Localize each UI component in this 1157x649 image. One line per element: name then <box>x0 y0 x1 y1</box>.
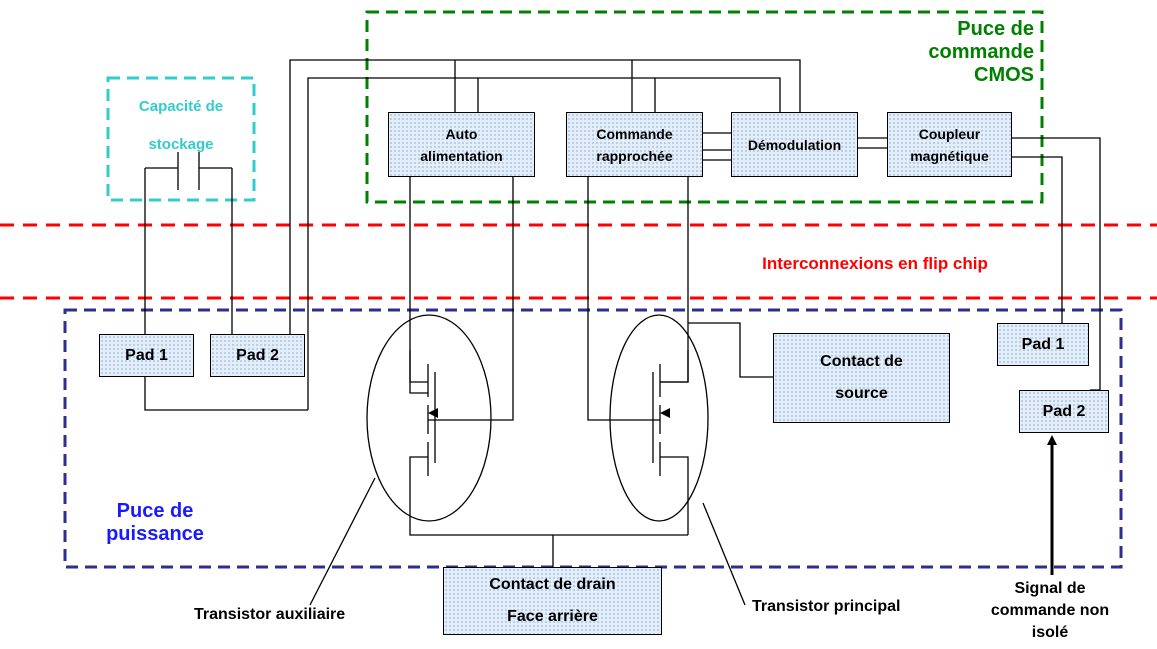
signal-label: Signal de commande non isolé <box>975 578 1125 644</box>
signal-label-line3: isolé <box>1031 624 1069 641</box>
left-pad-2-label: Pad 2 <box>236 346 279 364</box>
drain-contact-line2: Face arrière <box>507 608 598 625</box>
left-pad-1-label: Pad 1 <box>125 346 168 364</box>
capacitor-border <box>106 76 256 202</box>
source-contact: Contact de source <box>773 333 950 423</box>
aux-transistor-label: Transistor auxiliaire <box>194 606 346 623</box>
magnetic-coupler-line1: Coupleur <box>918 125 981 142</box>
signal-label-line1: Signal de <box>1014 580 1086 597</box>
close-control-block: Commande rapprochée <box>566 112 703 177</box>
auto-supply-line2: alimentation <box>420 147 503 164</box>
wiring <box>144 59 1101 606</box>
source-contact-line2: source <box>835 385 888 402</box>
cmos-chip-title: Puce de commande CMOS <box>884 18 1034 87</box>
power-title-line2: puissance <box>106 523 204 545</box>
cmos-chip-border <box>365 10 1044 204</box>
left-pad-2: Pad 2 <box>210 334 305 377</box>
power-chip-border <box>63 308 1123 569</box>
right-pad-2-label: Pad 2 <box>1042 402 1086 420</box>
main-transistor-label: Transistor principal <box>752 598 901 615</box>
capacitor-title-line2: stockage <box>148 136 214 153</box>
magnetic-coupler-block: Coupleur magnétique <box>887 112 1012 177</box>
right-pad-2: Pad 2 <box>1019 390 1109 433</box>
auto-supply-line1: Auto <box>445 125 478 142</box>
close-control-line2: rapprochée <box>596 147 673 164</box>
auxiliary-transistor-symbol <box>366 314 492 522</box>
main-transistor-symbol <box>609 314 709 522</box>
cmos-title-line3: CMOS <box>974 64 1034 86</box>
right-pad-1: Pad 1 <box>997 323 1089 366</box>
signal-label-line2: commande non <box>990 602 1110 619</box>
power-title-line1: Puce de <box>116 500 194 522</box>
cmos-title-line2: commande <box>928 41 1034 63</box>
drain-contact-line1: Contact de drain <box>489 576 616 593</box>
power-chip-title: Puce de puissance <box>80 500 230 546</box>
left-pad-1: Pad 1 <box>99 334 194 377</box>
source-contact-line1: Contact de <box>820 353 903 370</box>
flip-chip-label: Interconnexions en flip chip <box>762 254 988 273</box>
drain-contact: Contact de drain Face arrière <box>443 567 662 635</box>
main-transistor-arrow <box>660 408 670 418</box>
close-control-line1: Commande <box>596 125 673 142</box>
capacitor-title: Capacité de stockage <box>108 88 254 164</box>
auto-supply-block: Auto alimentation <box>388 112 535 177</box>
cmos-title-line1: Puce de <box>957 18 1034 40</box>
magnetic-coupler-line2: magnétique <box>910 147 989 164</box>
right-pad-1-label: Pad 1 <box>1021 335 1065 353</box>
demodulation-block: Démodulation <box>731 112 858 177</box>
demodulation-line1: Démodulation <box>747 136 842 153</box>
auxiliary-transistor-arrow <box>428 408 438 418</box>
capacitor-title-line1: Capacité de <box>138 98 224 115</box>
